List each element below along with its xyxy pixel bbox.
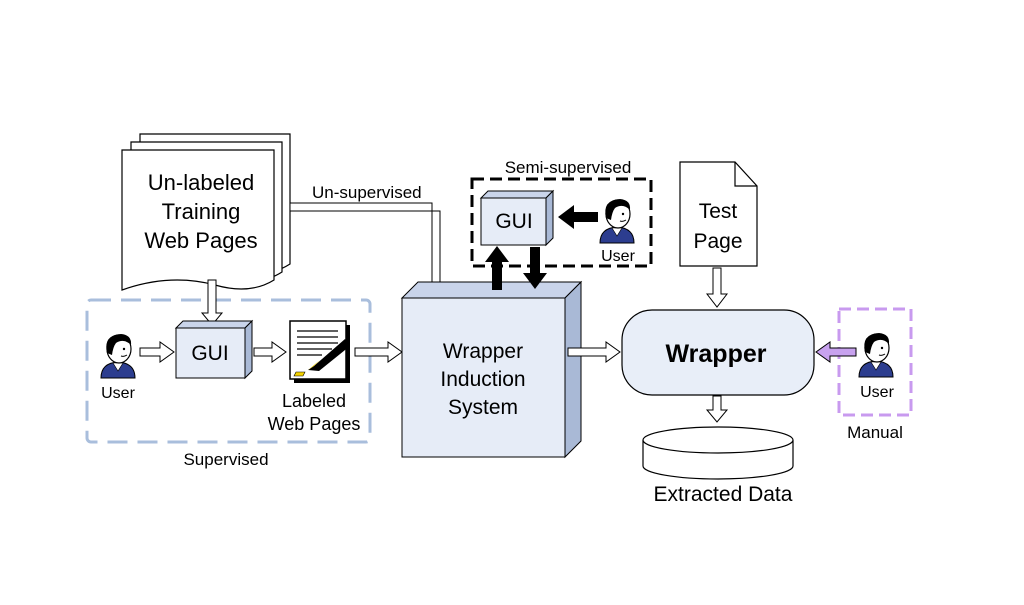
gui-box-semisupervised [479, 189, 555, 247]
user-label-supervised: User [101, 385, 135, 402]
stack-to-gui-arrow [200, 279, 224, 326]
wis-label-line3: System [448, 396, 518, 419]
supervised-label: Supervised [183, 450, 268, 469]
user-to-gui-arrow [139, 341, 175, 363]
user-icon [858, 332, 894, 378]
wis-label-line2: Induction [440, 368, 525, 391]
user-label-semisupervised: User [601, 248, 635, 265]
gui-label-semisupervised: GUI [495, 210, 532, 233]
manual-label: Manual [847, 423, 903, 442]
semisupervised-region [470, 177, 653, 268]
labeled-pages-line1: Labeled [282, 391, 346, 411]
unlabeled-label-line1: Un-labeled [148, 170, 254, 195]
manual-user-to-wrapper-arrow [815, 341, 857, 363]
test-page-fold [734, 162, 757, 187]
supervised-region [85, 298, 372, 444]
wrapper-label: Wrapper [666, 340, 767, 368]
test-page-line2: Page [693, 230, 742, 253]
wrapper-induction-system-box [400, 280, 583, 459]
gui-box-supervised [174, 319, 254, 380]
labeled-document-icon [289, 320, 350, 383]
gui-to-wis-arrow [523, 247, 547, 289]
wrapper-to-data-arrow [705, 395, 729, 423]
unlabeled-label-line2: Training [162, 199, 241, 224]
user-icon [100, 333, 136, 379]
semi-user-to-gui-arrow [558, 205, 598, 229]
gui-to-document-arrow [253, 341, 287, 363]
wis-to-wrapper-arrow [567, 341, 621, 363]
unlabeled-pages-stack [121, 133, 291, 291]
unsupervised-label: Un-supervised [312, 183, 422, 202]
test-page-document [679, 161, 758, 267]
user-icon [599, 198, 635, 244]
labeled-pages-line2: Web Pages [268, 414, 361, 434]
semisupervised-label: Semi-supervised [505, 158, 632, 177]
testpage-to-wrapper-arrow [705, 267, 729, 308]
wrapper-box [621, 309, 815, 396]
unlabeled-label-line3: Web Pages [144, 228, 257, 253]
wis-to-gui-arrow [485, 246, 509, 290]
gui-label-supervised: GUI [191, 342, 228, 365]
wis-label-line1: Wrapper [443, 340, 523, 363]
user-label-manual: User [860, 384, 894, 401]
extracted-data-label: Extracted Data [654, 483, 793, 506]
manual-region [837, 307, 913, 417]
document-to-wis-arrow [354, 341, 403, 363]
database-icon [642, 426, 794, 480]
test-page-line1: Test [699, 200, 738, 223]
